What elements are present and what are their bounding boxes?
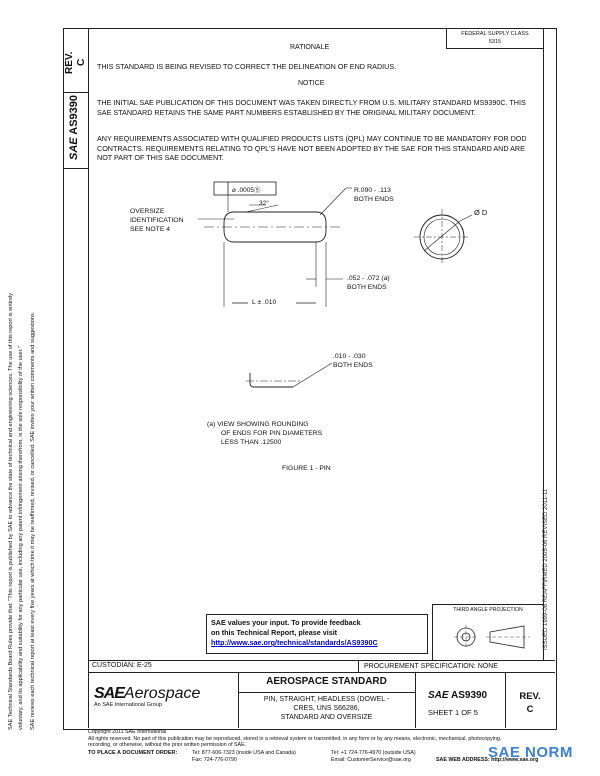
note-a: (a) VIEW SHOWING ROUNDING OF ENDS FOR PI… (207, 420, 322, 447)
sae-logo-title: SAE (428, 690, 449, 701)
copyright-text: Copyright 2011 SAE International (88, 729, 167, 735)
desc-line-3: STANDARD AND OVERSIZE (280, 714, 373, 721)
note-a-line-1: (a) VIEW SHOWING ROUNDING (207, 421, 309, 428)
standard-description: PIN, STRAIGHT, HEADLESS (DOWEL - CRES, U… (238, 695, 415, 722)
sheet-label: SHEET 1 OF 5 (428, 708, 478, 717)
detail-label: .010 - .030 BOTH ENDS (333, 352, 373, 370)
detail-line-1: .010 - .030 (333, 353, 366, 360)
rationale-heading: RATIONALE (290, 44, 330, 51)
disclaimer-line-2: voluntary, and its applicability and sui… (18, 346, 24, 730)
email[interactable]: Email: CustomerService@sae.org (331, 757, 411, 763)
document-frame (63, 28, 557, 730)
title-block-v2 (415, 672, 416, 728)
web-address[interactable]: SAE WEB ADDRESS: http://www.sae.org (436, 757, 539, 763)
title-doc-number: SAE AS9390 (428, 690, 487, 701)
title-block-v4 (358, 660, 359, 672)
left-doc-number: SAE AS9390 (68, 95, 80, 160)
disclaimer-text-2: voluntary, and its applicability and sui… (18, 346, 24, 730)
aerospace-wordmark: Aerospace (123, 685, 201, 702)
sae-logo: SAE (94, 685, 125, 702)
title-doc-number-text: AS9390 (450, 690, 488, 701)
feedback-line-2: on this Technical Report, please visit (211, 628, 338, 637)
projection-box: THIRD ANGLE PROJECTION (432, 604, 543, 660)
issue-history: ISSUED 1999-08 REAFFIRMED 2005-06 REVISE… (543, 489, 549, 650)
tel-outside: Tel: +1 724-776-4970 (outside USA) (331, 750, 416, 756)
disclaimer-line-3: SAE reviews each technical report at lea… (30, 312, 36, 730)
fsc-label: FEDERAL SUPPLY CLASS (461, 31, 529, 37)
rev-value-text: C (76, 58, 87, 66)
rev-label-text: REV. (64, 51, 75, 74)
tolerance-frame-box (213, 181, 277, 196)
left-rev-divider (63, 92, 88, 93)
length-label: L ± .010 (252, 299, 277, 306)
projection-label: THIRD ANGLE PROJECTION (453, 607, 523, 613)
chamfer-label: .052 - .072 (a) BOTH ENDS (347, 274, 390, 292)
notice-heading: NOTICE (298, 80, 325, 87)
figure-caption: FIGURE 1 - PIN (282, 465, 331, 472)
order-label: TO PLACE A DOCUMENT ORDER: (88, 750, 178, 756)
tel-inside: Tel: 877-606-7323 (inside USA and Canada… (192, 750, 296, 756)
notice-paragraph-1: THE INITIAL SAE PUBLICATION OF THIS DOCU… (97, 98, 526, 117)
radius-line-1: R.090 - .113 (354, 187, 391, 194)
tolerance-frame-text: ⌀ .0005Ⓢ (232, 187, 261, 194)
custodian-label: CUSTODIAN: E-25 (92, 662, 152, 669)
rights-line-1: All rights reserved. No part of this pub… (88, 735, 502, 742)
federal-supply-class-box: FEDERAL SUPPLY CLASS 5315 (446, 28, 543, 49)
disclaimer-line-1: SAE Technical Standards Board Rules prov… (8, 293, 14, 730)
title-rev: REV. C (505, 690, 555, 716)
desc-line-1: PIN, STRAIGHT, HEADLESS (DOWEL - (263, 696, 390, 703)
logo-subtitle: An SAE International Group (94, 702, 162, 708)
footer: Copyright 2011 SAE International All rig… (88, 729, 558, 749)
left-rev-label: REV. (64, 52, 75, 74)
sae-logo-small: SAE (68, 137, 80, 160)
history-text: ISSUED 1999-08 REAFFIRMED 2005-06 REVISE… (543, 488, 549, 650)
watermark-text: SAE NORM (488, 744, 573, 761)
pin-detail-view (249, 373, 293, 388)
chamfer-line-1: .052 - .072 (a) (347, 275, 390, 282)
note-a-line-3: LESS THAN .12500 (221, 439, 282, 446)
oversize-line-2: IDENTIFICATION (130, 217, 184, 224)
doc-number-text: AS9390 (68, 94, 80, 135)
oversize-line-3: SEE NOTE 4 (130, 226, 171, 233)
procurement-label: PROCUREMENT SPECIFICATION: NONE (364, 663, 498, 670)
left-margin-divider (88, 28, 89, 728)
pin-drawing (198, 181, 473, 388)
detail-line-2: BOTH ENDS (333, 362, 373, 369)
notice-paragraph-2: ANY REQUIREMENTS ASSOCIATED WITH QUALIFI… (97, 134, 527, 162)
title-block-row3 (238, 692, 415, 693)
angle-label: 32° (259, 200, 269, 207)
fax: Fax: 724-776-0790 (192, 757, 237, 763)
diameter-label: Ø D (474, 208, 488, 217)
left-rev-value: C (76, 59, 87, 66)
feedback-box: SAE values your input. To provide feedba… (206, 614, 428, 654)
disclaimer-text-1: SAE Technical Standards Board Rules prov… (8, 292, 14, 730)
rights-line-2: recording, or otherwise, without the pri… (88, 742, 247, 749)
sae-norm-watermark: SAE NORM (488, 744, 573, 761)
feedback-link[interactable]: http://www.sae.org/technical/standards/A… (211, 638, 378, 647)
desc-line-2: CRES, UNS S66286, (293, 705, 360, 712)
rationale-text: THIS STANDARD IS BEING REVISED TO CORREC… (97, 62, 397, 71)
left-docnum-divider (63, 168, 88, 169)
oversize-label: OVERSIZE IDENTIFICATION SEE NOTE 4 (130, 207, 184, 234)
title-block-v3 (505, 672, 506, 728)
standard-title: AEROSPACE STANDARD (266, 676, 387, 687)
title-block-v1 (238, 672, 239, 728)
disclaimer-text-3: SAE reviews each technical report at lea… (30, 311, 36, 730)
sae-aerospace-logo: SAEAerospace An SAE International Group (94, 686, 200, 709)
radius-line-2: BOTH ENDS (354, 196, 394, 203)
pin-body (223, 211, 327, 243)
chamfer-line-2: BOTH ENDS (347, 284, 387, 291)
oversize-line-1: OVERSIZE (130, 208, 165, 215)
fsc-value: 5315 (488, 39, 502, 45)
right-margin-divider (543, 28, 544, 660)
title-block-top (88, 660, 555, 661)
projection-symbol (454, 625, 530, 649)
title-rev-label: REV. (519, 691, 541, 702)
feedback-line-1: SAE values your input. To provide feedba… (211, 618, 361, 627)
note-a-line-2: OF ENDS FOR PIN DIAMETERS (221, 430, 323, 437)
title-rev-value: C (526, 704, 534, 715)
radius-label: R.090 - .113 BOTH ENDS (354, 186, 394, 204)
title-block-row2 (88, 672, 555, 673)
